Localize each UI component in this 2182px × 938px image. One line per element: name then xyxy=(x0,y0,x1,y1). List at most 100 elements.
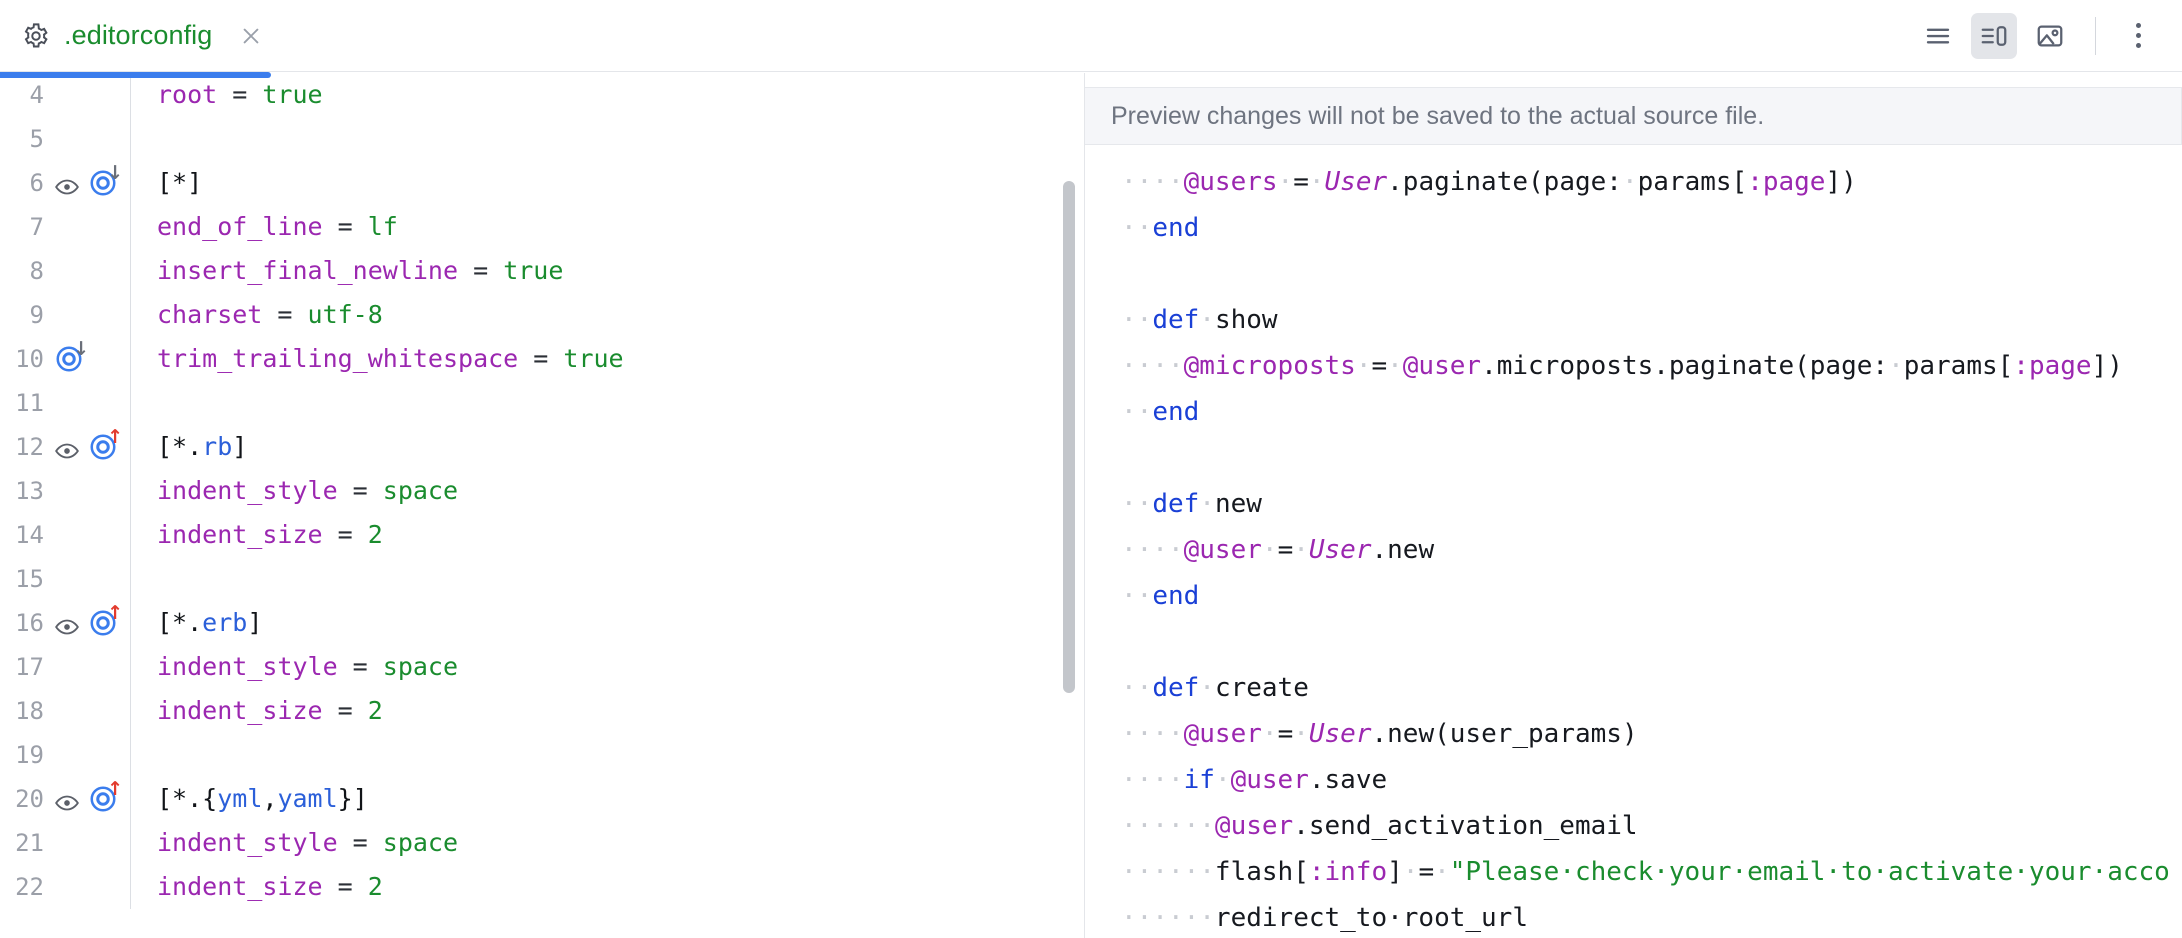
preview-line: ····if·@user.save xyxy=(1121,765,1388,795)
eye-icon[interactable] xyxy=(54,434,80,460)
editor-toolbar xyxy=(1915,12,2182,59)
preview-pane[interactable]: Preview changes will not be saved to the… xyxy=(1085,73,2182,938)
target-marker-icon[interactable]: ↑ xyxy=(88,604,123,638)
line-content: charset = utf-8 xyxy=(157,300,383,329)
preview-line: ······@user.send_activation_email xyxy=(1121,811,1638,841)
gutter-icons xyxy=(44,645,130,689)
editor-line[interactable]: 6 ↓ [*] xyxy=(0,161,1084,205)
tab-editorconfig[interactable]: .editorconfig xyxy=(0,0,286,72)
gutter-divider xyxy=(130,469,131,513)
vertical-scrollbar[interactable] xyxy=(1063,181,1075,693)
preview-line: ··def·show xyxy=(1121,305,1278,335)
gutter-icons xyxy=(44,117,130,161)
gutter-icons xyxy=(44,865,130,909)
gutter-divider xyxy=(130,821,131,865)
gutter-icons xyxy=(44,249,130,293)
gutter-icons xyxy=(44,205,130,249)
tab-bar: .editorconfig xyxy=(0,0,2182,72)
gutter-divider xyxy=(130,777,131,821)
gutter-icons: ↑ xyxy=(44,601,130,645)
line-content: [*.erb] xyxy=(157,608,263,637)
target-marker-icon[interactable]: ↓ xyxy=(54,340,89,374)
line-number: 10 xyxy=(15,345,44,373)
line-content: root = true xyxy=(157,80,323,109)
editor-line[interactable]: 5 xyxy=(0,117,1084,161)
editor-line[interactable]: 15 xyxy=(0,557,1084,601)
line-number: 13 xyxy=(15,477,44,505)
close-icon[interactable] xyxy=(238,23,264,49)
editor-line[interactable]: 12↑[*.rb] xyxy=(0,425,1084,469)
editor-line[interactable]: 13 indent_style = space xyxy=(0,469,1084,513)
gutter-icons: ↓ xyxy=(44,161,130,205)
gutter-divider xyxy=(130,425,131,469)
gear-icon xyxy=(22,22,50,50)
line-content: indent_style = space xyxy=(157,476,459,505)
line-content: indent_style = space xyxy=(157,652,459,681)
line-number: 7 xyxy=(29,213,44,241)
preview-line xyxy=(1121,251,2182,297)
preview-line: ······flash[:info]·=·"Please·check·your·… xyxy=(1121,857,2170,887)
line-number: 15 xyxy=(15,565,44,593)
lines-icon[interactable] xyxy=(1915,13,1961,59)
progress-fill xyxy=(0,72,272,78)
preview-line: ······redirect_to·root_url xyxy=(1121,903,1528,933)
line-content: [*] xyxy=(157,168,203,197)
gutter-icons xyxy=(44,689,130,733)
image-preview-icon[interactable] xyxy=(2027,13,2073,59)
gutter-divider xyxy=(130,557,131,601)
gutter-divider xyxy=(130,513,131,557)
preview-header: Preview changes will not be saved to the… xyxy=(1085,73,2182,145)
editor-line[interactable]: 14 indent_size = 2 xyxy=(0,513,1084,557)
arrow-up-icon: ↑ xyxy=(107,602,123,624)
arrow-up-icon: ↑ xyxy=(107,778,123,800)
gutter-icons xyxy=(44,733,130,777)
editor-line[interactable]: 20↑[*.{yml,yaml}] xyxy=(0,777,1084,821)
gutter-icons xyxy=(44,293,130,337)
eye-icon[interactable] xyxy=(54,786,80,812)
line-number: 5 xyxy=(29,125,44,153)
editor-line[interactable]: 16 ↑ [*.erb] xyxy=(0,601,1084,645)
line-number: 14 xyxy=(15,521,44,549)
line-number: 12 xyxy=(15,433,44,461)
gutter-divider xyxy=(130,249,131,293)
gutter-divider xyxy=(130,337,131,381)
preview-line: ··end xyxy=(1121,213,1200,243)
gutter-icons xyxy=(44,557,130,601)
line-number: 16 xyxy=(15,609,44,637)
preview-line: ··def·new xyxy=(1121,489,1262,519)
editor-line[interactable]: 17 indent_style = space xyxy=(0,645,1084,689)
gutter-divider xyxy=(130,73,131,117)
preview-line: ····@user·=·User.new(user_params) xyxy=(1121,719,1638,749)
eye-icon[interactable] xyxy=(54,610,80,636)
line-number: 6 xyxy=(29,169,44,197)
more-vertical-icon[interactable] xyxy=(2118,13,2158,59)
line-content: indent_size = 2 xyxy=(157,520,383,549)
editor-line[interactable]: 11 xyxy=(0,381,1084,425)
line-number: 20 xyxy=(15,785,44,813)
gutter-icons xyxy=(44,381,130,425)
target-marker-icon[interactable]: ↑ xyxy=(88,780,123,814)
target-marker-icon[interactable]: ↑ xyxy=(88,428,123,462)
line-number: 17 xyxy=(15,653,44,681)
tab-label: .editorconfig xyxy=(64,20,213,50)
editor-line[interactable]: 19 xyxy=(0,733,1084,777)
split-view-icon[interactable] xyxy=(1971,12,2017,59)
editor-line[interactable]: 7 end_of_line = lf xyxy=(0,205,1084,249)
eye-icon[interactable] xyxy=(54,170,80,196)
line-content: end_of_line = lf xyxy=(157,212,398,241)
preview-line: ··def·create xyxy=(1121,673,1309,703)
line-content: indent_size = 2 xyxy=(157,696,383,725)
preview-code-area[interactable]: ····@users·=·User.paginate(page:·params[… xyxy=(1085,159,2182,938)
editor-line[interactable]: 10↓trim_trailing_whitespace = true xyxy=(0,337,1084,381)
preview-line: ··end xyxy=(1121,581,1200,611)
preview-line: ····@users·=·User.paginate(page:·params[… xyxy=(1121,167,1857,197)
target-marker-icon[interactable]: ↓ xyxy=(88,164,123,198)
